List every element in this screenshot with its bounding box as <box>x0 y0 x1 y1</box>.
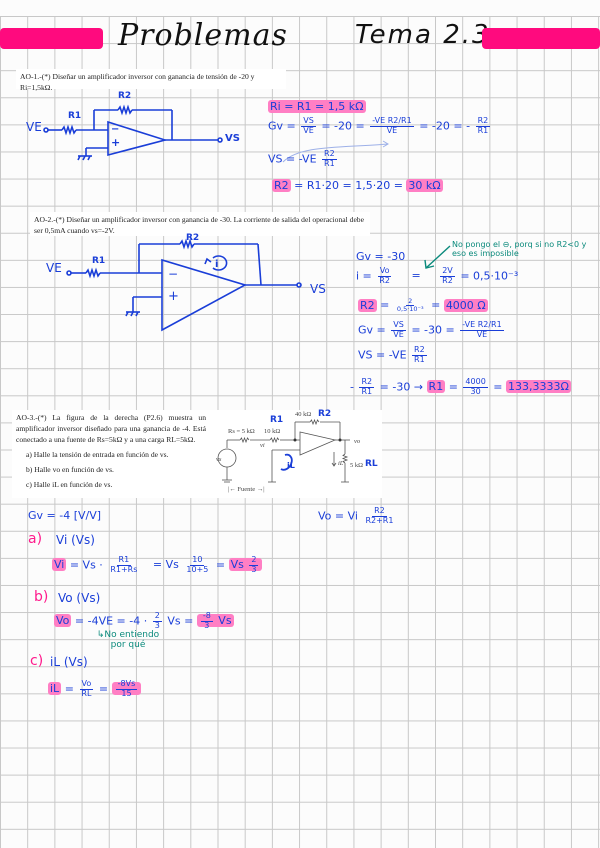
p3-gv: Gv = -4 [V/V] <box>28 509 102 522</box>
problem3-statement: AO-3.-(*) La figura de la derecha (P2.6)… <box>16 413 206 444</box>
p1-r2-label: R2 <box>118 91 132 101</box>
p2-input-label: VE <box>46 261 62 275</box>
p3-fig-rl: 5 kΩ <box>350 462 363 469</box>
p1-r1-label: R1 <box>68 111 82 121</box>
p3-hw-rl: RL <box>365 459 378 469</box>
p1-output-label: VS <box>225 133 240 144</box>
p2-note-arrow-icon <box>424 245 451 269</box>
problem3-item-c: c) Halle iL en función de vs. <box>26 480 113 489</box>
problem2-circuit-icon <box>66 238 302 332</box>
p3-part-a-title: Vi (Vs) <box>56 533 95 547</box>
page-top-margin <box>0 0 600 16</box>
problem3-item-a: a) Halle la tensión de entrada en funció… <box>26 450 169 459</box>
p3-hw-il: iL <box>287 461 295 470</box>
problem3-circuit-icon <box>217 418 350 483</box>
p3-part-b-title: Vo (Vs) <box>58 591 101 605</box>
page-title: Problemas <box>118 18 288 53</box>
p3-part-a-label: a) <box>28 531 43 547</box>
p3-fig-vi: vi <box>260 442 265 449</box>
p1-r2-line: R2 = R1·20 = 1,5·20 = 30 kΩ <box>272 179 443 192</box>
problem3-statement-box: AO-3.-(*) La figura de la derecha (P2.6)… <box>12 410 382 498</box>
problem2-statement: AO-2.-(*) Diseñar un amplificador invers… <box>30 212 370 236</box>
p3-part-b-label: b) <box>34 589 49 605</box>
p1-ri-line: Ri = R1 = 1,5 kΩ <box>268 100 366 113</box>
p3-part-b-note: ↳No entiendo por qué <box>96 630 160 650</box>
p1-arrow-icon <box>282 140 389 163</box>
p3-fig-r1: 10 kΩ <box>264 428 281 435</box>
p3-part-c-label: c) <box>30 653 44 669</box>
problem3-item-b: b) Halle vo en función de vs. <box>26 465 114 474</box>
p1-minus-sign: − <box>111 124 120 135</box>
p3-fig-rs: Rs = 5 kΩ <box>228 428 255 435</box>
p3-hw-r2: R2 <box>318 409 332 419</box>
p2-minus-sign: − <box>168 267 179 281</box>
problem1-statement: AO-1.-(*) Diseñar un amplificador invers… <box>16 69 286 92</box>
p2-current-label: i <box>215 259 219 270</box>
p2-r1-label: R1 <box>92 256 106 266</box>
header-band-left <box>0 28 103 49</box>
page-topic: Tema 2.3 <box>355 20 491 50</box>
p2-plus-sign: + <box>168 289 179 304</box>
p2-gv: Gv = -30 <box>356 250 406 263</box>
p3-fig-r2: 40 kΩ <box>295 411 312 418</box>
p2-output-label: VS <box>310 282 326 296</box>
header-band-right <box>482 28 600 49</box>
p1-plus-sign: + <box>111 136 121 149</box>
p3-fig-il: iL <box>338 460 344 467</box>
p3-fig-vo: vo <box>354 438 361 445</box>
p3-fig-fuente: |← Fuente →| <box>228 486 265 493</box>
p3-part-c-title: iL (Vs) <box>50 655 88 669</box>
p2-note: No pongo el ⊖, porq si no R2<0 y eso es … <box>452 240 587 258</box>
p1-input-label: VE <box>26 120 42 134</box>
p3-hw-r1: R1 <box>270 415 284 425</box>
p3-fig-vs: vs <box>216 456 222 463</box>
p2-r2-label: R2 <box>186 233 200 243</box>
problem1-circuit-icon <box>43 104 223 161</box>
